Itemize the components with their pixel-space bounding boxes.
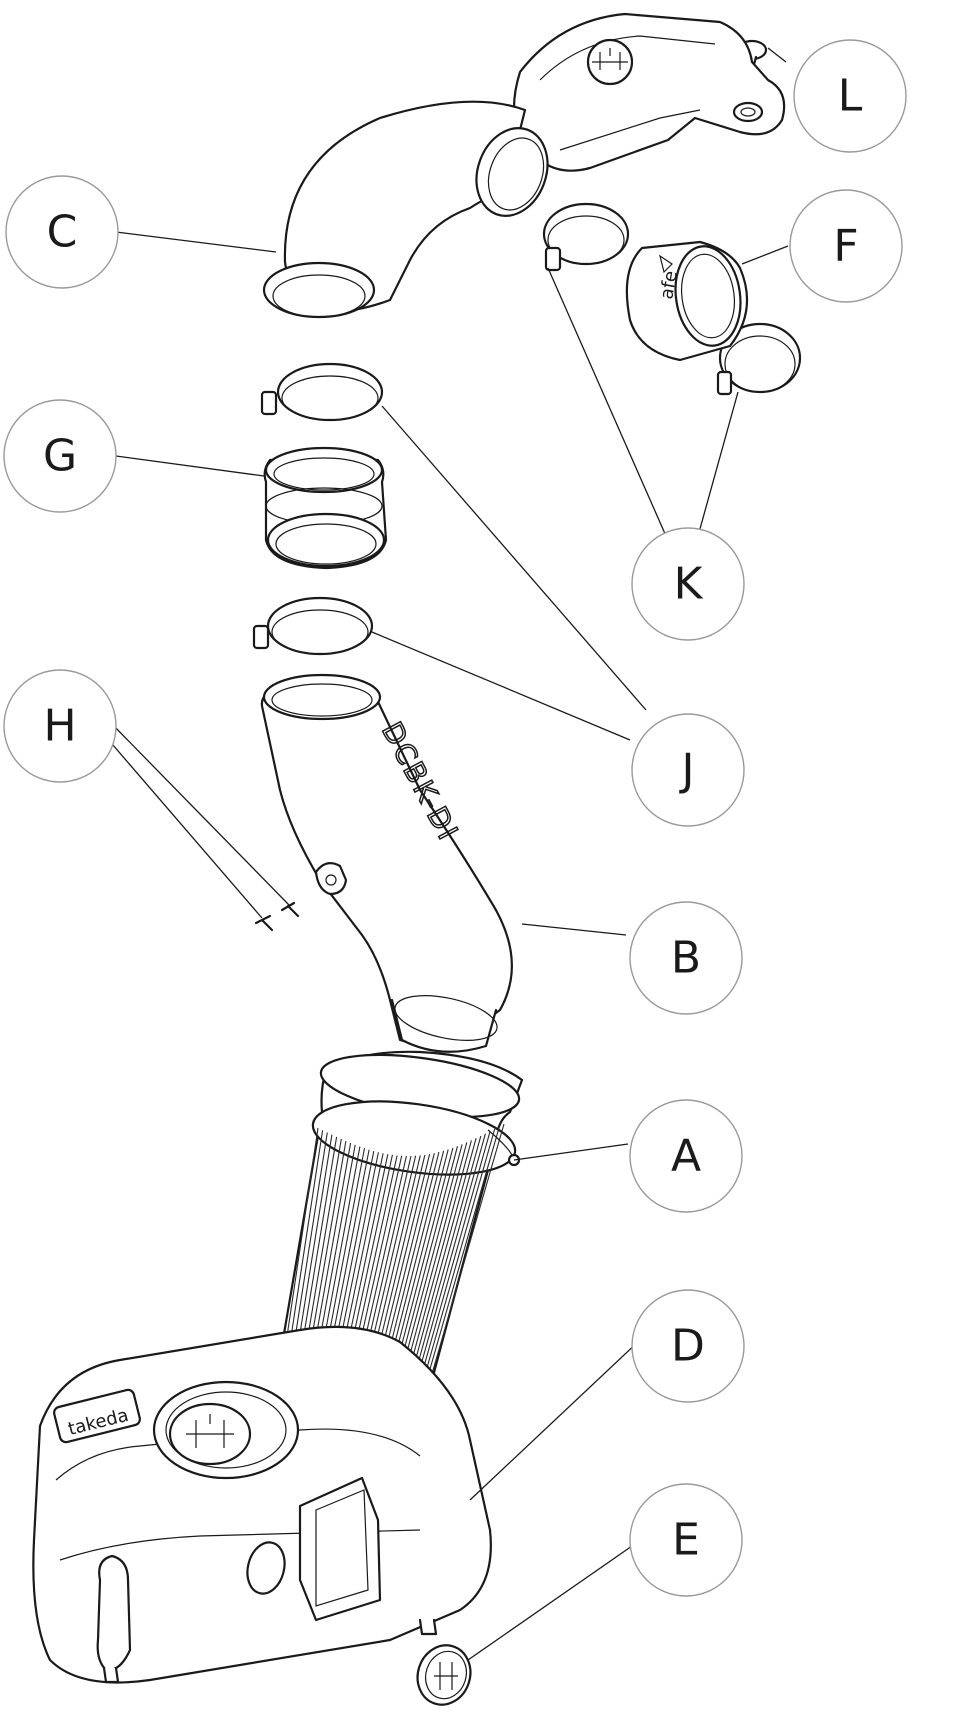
callout-A: A — [629, 1099, 743, 1213]
callout-L: L — [793, 39, 907, 153]
leader-J-2 — [371, 631, 631, 741]
screws-part-H — [254, 901, 300, 932]
leader-H-2 — [109, 721, 291, 907]
hose-clamp-part-J-lower — [252, 596, 374, 656]
svg-text:afe: afe — [656, 269, 682, 301]
callout-F-label: F — [833, 221, 858, 272]
coupler-part-G — [263, 446, 388, 570]
callout-B: B — [629, 901, 743, 1015]
callout-E: E — [629, 1483, 743, 1597]
callout-D: D — [631, 1289, 745, 1403]
callout-G: G — [3, 399, 117, 513]
leader-D — [469, 1339, 641, 1501]
callout-L-label: L — [838, 71, 863, 122]
callout-F: F — [789, 189, 903, 303]
leader-lines — [99, 47, 789, 1661]
leader-F — [741, 245, 789, 265]
plug-cap-part-E — [416, 1644, 472, 1706]
leader-B — [521, 923, 627, 936]
hose-clamp-part-J-upper — [260, 362, 384, 422]
callout-C: C — [5, 175, 119, 289]
airbox-part-D: takeda — [32, 1325, 492, 1684]
callout-H: H — [3, 669, 117, 783]
leader-A — [513, 1143, 629, 1161]
callout-G-label: G — [43, 431, 77, 482]
leader-E — [467, 1545, 633, 1661]
inlet-housing — [512, 12, 786, 172]
callout-A-label: A — [671, 1131, 701, 1182]
callout-E-label: E — [672, 1515, 700, 1566]
callout-K: K — [631, 527, 745, 641]
leader-G — [115, 455, 265, 477]
coupler-part-F: afe — [625, 240, 749, 362]
callout-D-label: D — [671, 1321, 705, 1372]
leader-H-1 — [99, 729, 263, 919]
callout-J: J — [631, 713, 745, 827]
intake-tube-part-B: DCBK-DI — [260, 673, 513, 1053]
leader-J-1 — [381, 405, 647, 711]
intake-tube-part-C — [262, 100, 549, 319]
callout-J-label: J — [679, 745, 695, 796]
callout-H-label: H — [43, 701, 76, 752]
callout-B-label: B — [671, 933, 701, 984]
leader-L — [767, 47, 787, 63]
leader-K-2 — [697, 391, 739, 537]
callout-C-label: C — [47, 207, 78, 258]
leader-C — [115, 231, 277, 253]
leader-K-1 — [547, 267, 667, 537]
hose-clamp-part-K-upper — [542, 202, 630, 272]
callout-K-label: K — [674, 559, 704, 610]
hose-clamp-part-K-lower — [716, 322, 802, 396]
